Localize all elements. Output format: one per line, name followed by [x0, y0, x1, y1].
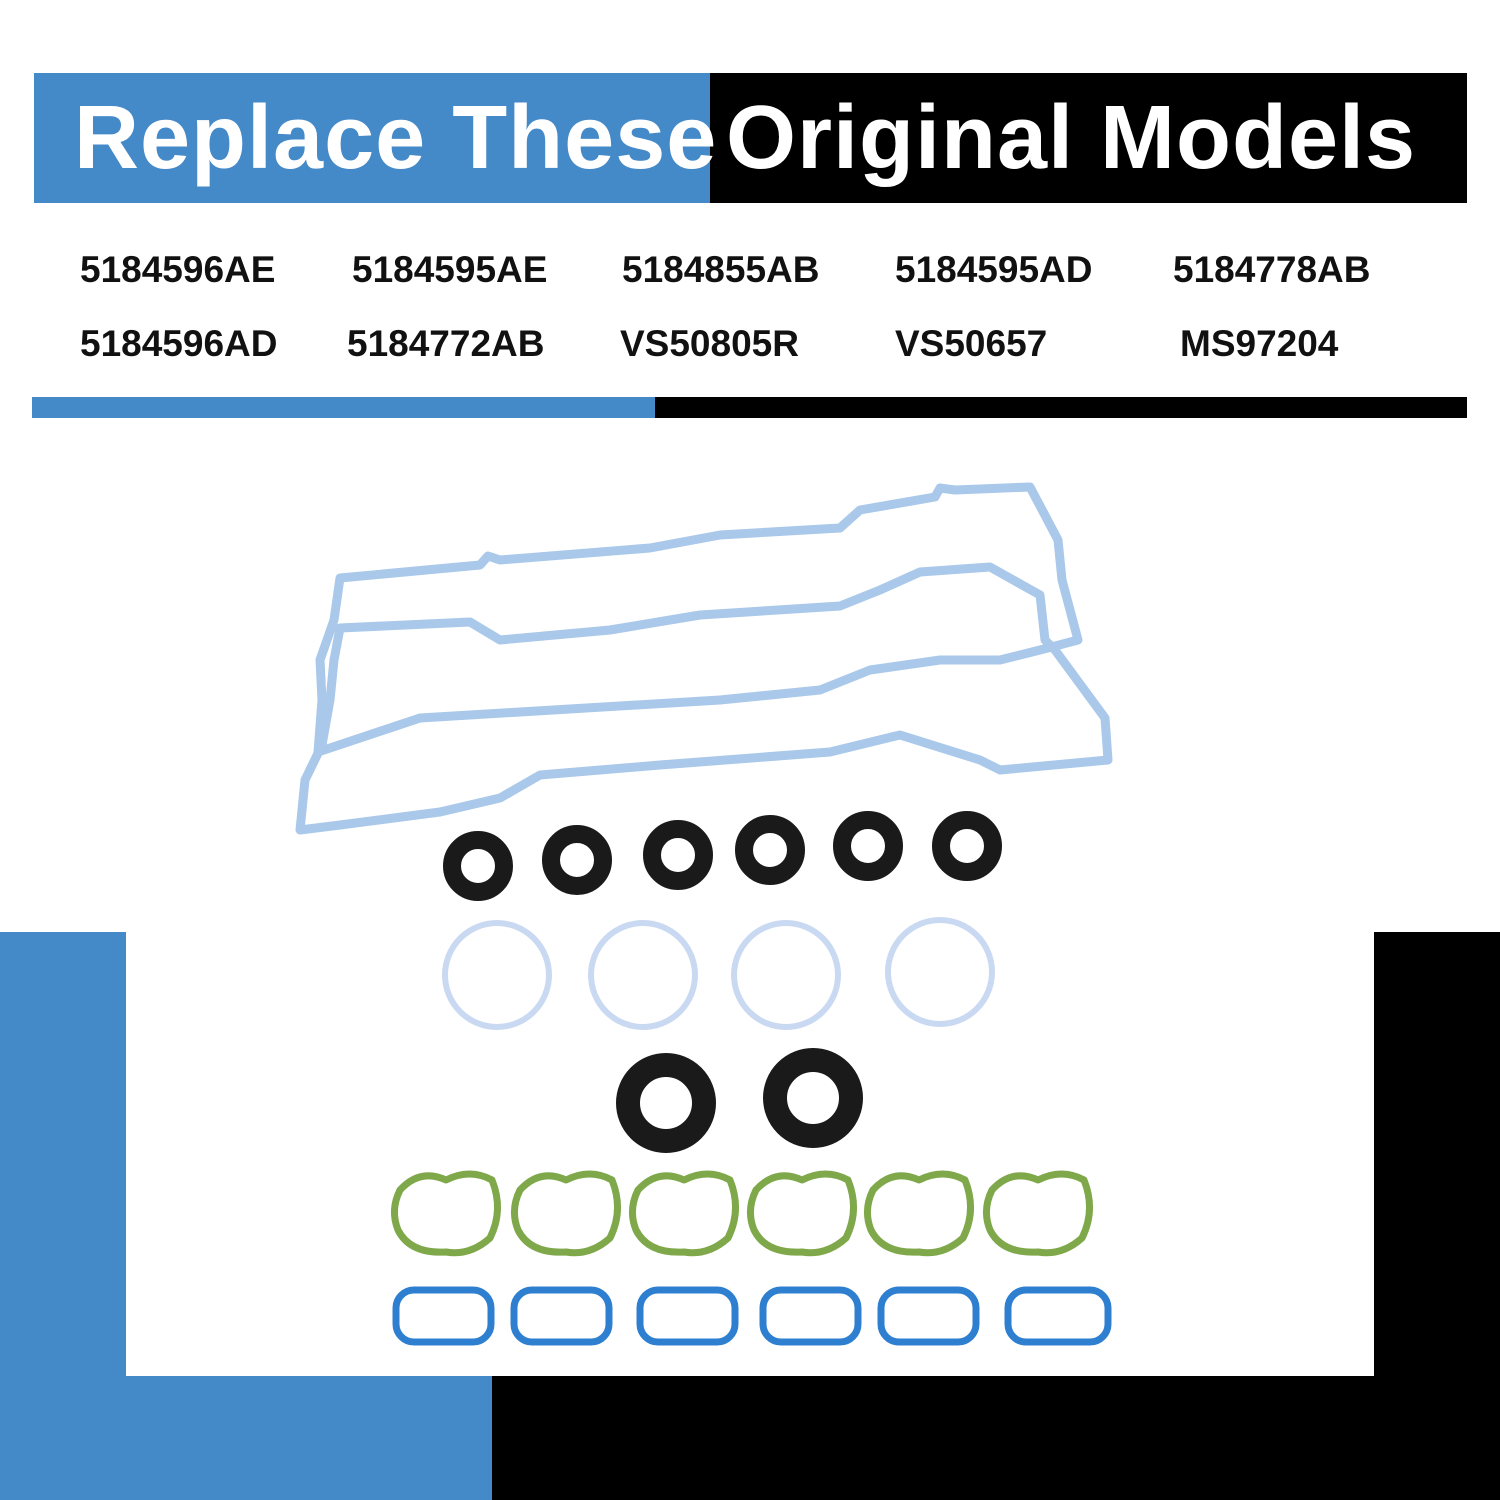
blue-intake-gasket [510, 1286, 613, 1346]
o-ring-row [442, 917, 995, 1030]
background-black-block [492, 1376, 1500, 1500]
green-intake-gasket [983, 1170, 1093, 1257]
banner-black-panel [710, 73, 1467, 203]
green-intake-gasket [747, 1170, 857, 1257]
blue-intake-gasket [759, 1286, 862, 1346]
large-seal-row [616, 1048, 863, 1153]
green-intake-gasket [864, 1170, 974, 1257]
o-ring [731, 920, 841, 1030]
model-number: 5184596AE [80, 249, 276, 290]
black-seal-large [616, 1053, 716, 1153]
blue-intake-gasket [392, 1286, 495, 1346]
title-banner: Replace These Original Models [34, 73, 1467, 203]
green-gasket-row [391, 1170, 1093, 1257]
valve-cover-gasket [313, 482, 1083, 757]
black-seal [443, 831, 513, 901]
blue-gasket-row [392, 1286, 1112, 1346]
green-intake-gasket [629, 1170, 739, 1257]
green-intake-gasket [511, 1170, 621, 1257]
model-number: 5184595AD [895, 249, 1093, 290]
blue-intake-gasket [1004, 1286, 1112, 1346]
o-ring [885, 917, 995, 1027]
divider-black-bar [655, 397, 1467, 418]
product-panel [126, 932, 1374, 1376]
o-ring [442, 920, 552, 1030]
banner-right-text: Original Models [726, 88, 1417, 188]
black-seal [643, 820, 713, 890]
model-number: 5184855AB [622, 249, 820, 290]
model-number: MS97204 [1180, 323, 1339, 364]
model-number: 5184778AB [1173, 249, 1371, 290]
black-seal-large [763, 1048, 863, 1148]
background-blue-block [0, 1376, 492, 1500]
black-seal [542, 825, 612, 895]
black-seal-row [443, 811, 1002, 901]
banner-blue-panel [34, 73, 710, 203]
model-number: VS50805R [620, 323, 799, 364]
black-seal [932, 811, 1002, 881]
model-number: VS50657 [895, 323, 1048, 364]
divider-blue-bar [32, 397, 655, 418]
green-intake-gasket [391, 1170, 501, 1257]
valve-cover-gasket [295, 562, 1113, 835]
black-seal [833, 811, 903, 881]
black-seal [735, 815, 805, 885]
blue-intake-gasket [877, 1286, 980, 1346]
blue-intake-gasket [636, 1286, 739, 1346]
o-ring [588, 920, 698, 1030]
model-number: 5184595AE [352, 249, 548, 290]
model-number: 5184596AD [80, 323, 278, 364]
banner-left-text: Replace These [74, 88, 718, 188]
model-number: 5184772AB [347, 323, 545, 364]
